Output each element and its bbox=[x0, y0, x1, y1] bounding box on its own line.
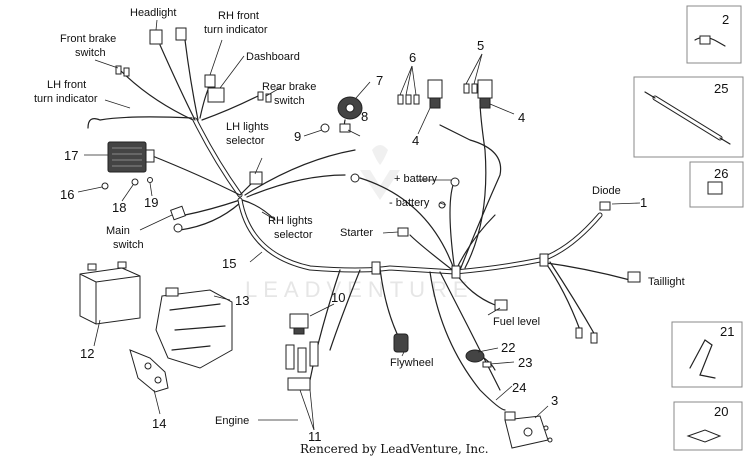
label-rh-lights-1: RH lights bbox=[268, 215, 313, 227]
callout-4a: 4 bbox=[412, 133, 419, 148]
fuel-level-connector bbox=[494, 299, 508, 311]
callout-23: 23 bbox=[518, 355, 532, 370]
main-switch-connector bbox=[170, 205, 186, 233]
callout-14: 14 bbox=[152, 416, 166, 431]
horn bbox=[337, 96, 363, 133]
callout-25: 25 bbox=[714, 81, 728, 96]
callout-24: 24 bbox=[512, 380, 526, 395]
relay-left bbox=[427, 79, 443, 109]
leader-lines bbox=[77, 19, 641, 431]
battery-holder bbox=[155, 287, 233, 369]
callout-1: 1 bbox=[640, 195, 647, 210]
label-fuel-level: Fuel level bbox=[493, 316, 540, 328]
horn-bracket bbox=[339, 123, 351, 133]
part-labels: Headlight RH front turn indicator Front … bbox=[34, 7, 685, 427]
label-main-switch-1: Main bbox=[106, 225, 130, 237]
fuses-6 bbox=[397, 94, 420, 105]
label-front-brake-1: Front brake bbox=[60, 33, 116, 45]
control-unit bbox=[504, 411, 553, 449]
callout-4b: 4 bbox=[518, 110, 525, 125]
label-taillight: Taillight bbox=[648, 276, 685, 288]
label-rh-lights-2: selector bbox=[274, 229, 313, 241]
callout-15: 15 bbox=[222, 256, 236, 271]
callout-17: 17 bbox=[64, 148, 78, 163]
label-rear-brake-1: Rear brake bbox=[262, 81, 316, 93]
label-plus-battery: + battery bbox=[394, 173, 438, 185]
headlight-connector bbox=[149, 27, 187, 45]
label-lh-lights-2: selector bbox=[226, 135, 265, 147]
callout-11: 11 bbox=[308, 429, 322, 444]
washer bbox=[101, 182, 109, 190]
fuses-5 bbox=[463, 83, 478, 94]
callout-26: 26 bbox=[714, 166, 728, 181]
callout-5: 5 bbox=[477, 38, 484, 53]
label-lh-front-turn-2: turn indicator bbox=[34, 93, 98, 105]
box-25 bbox=[633, 76, 744, 158]
relay-10 bbox=[289, 313, 309, 335]
lh-lights-connector bbox=[249, 171, 263, 185]
label-diode: Diode bbox=[592, 185, 621, 197]
callout-2: 2 bbox=[722, 12, 729, 27]
grommet bbox=[465, 349, 496, 371]
rh-turn-connector bbox=[204, 74, 216, 88]
callout-9: 9 bbox=[294, 129, 301, 144]
flywheel-connector bbox=[393, 333, 409, 353]
box-2 bbox=[686, 5, 742, 64]
bracket bbox=[129, 349, 169, 393]
diode bbox=[599, 201, 611, 211]
label-minus-battery: - battery bbox=[389, 197, 430, 209]
callout-3: 3 bbox=[551, 393, 558, 408]
box-21 bbox=[671, 321, 743, 388]
box-20 bbox=[673, 401, 743, 451]
footer-credit: Rencered by LeadVenture, Inc. bbox=[300, 442, 489, 456]
box-26 bbox=[689, 161, 744, 208]
regulator bbox=[107, 141, 155, 173]
callout-16: 16 bbox=[60, 187, 74, 202]
label-front-brake-2: switch bbox=[75, 47, 106, 59]
callout-6: 6 bbox=[409, 50, 416, 65]
callout-13: 13 bbox=[235, 293, 249, 308]
callout-10: 10 bbox=[331, 290, 345, 305]
rear-terminals bbox=[575, 327, 598, 344]
label-engine: Engine bbox=[215, 415, 249, 427]
label-flywheel: Flywheel bbox=[390, 357, 433, 369]
rear-harness bbox=[309, 99, 631, 411]
callout-21: 21 bbox=[720, 324, 734, 339]
lh-turn-wire bbox=[87, 118, 101, 129]
callout-22: 22 bbox=[501, 340, 515, 355]
label-rear-brake-2: switch bbox=[274, 95, 305, 107]
engine-connectors bbox=[285, 341, 319, 391]
watermark-logo bbox=[360, 145, 400, 200]
label-lh-front-turn-1: LH front bbox=[47, 79, 86, 91]
battery bbox=[79, 261, 141, 325]
callout-numbers: 1 2 3 4 4 5 6 7 8 9 10 11 12 13 14 15 16… bbox=[60, 12, 734, 444]
rear-brake-switch-terminal bbox=[257, 91, 272, 103]
callout-8: 8 bbox=[361, 109, 368, 124]
label-rh-front-turn-1: RH front bbox=[218, 10, 259, 22]
label-dashboard: Dashboard bbox=[246, 51, 300, 63]
starter-connector bbox=[397, 227, 409, 237]
front-brake-switch-terminal bbox=[115, 65, 130, 77]
callout-19: 19 bbox=[144, 195, 158, 210]
screw-19 bbox=[147, 177, 153, 183]
callout-12: 12 bbox=[80, 346, 94, 361]
nut bbox=[320, 123, 330, 133]
battery-terminals bbox=[350, 173, 460, 209]
callout-20: 20 bbox=[714, 404, 728, 419]
label-lh-lights-1: LH lights bbox=[226, 121, 269, 133]
taillight-connector bbox=[627, 271, 641, 283]
washer-18 bbox=[131, 178, 139, 186]
label-headlight: Headlight bbox=[130, 7, 176, 19]
label-starter: Starter bbox=[340, 227, 373, 239]
callout-7: 7 bbox=[376, 73, 383, 88]
label-main-switch-2: switch bbox=[113, 239, 144, 251]
callout-18: 18 bbox=[112, 200, 126, 215]
label-rh-front-turn-2: turn indicator bbox=[204, 24, 268, 36]
relay-right bbox=[477, 79, 493, 109]
watermark-text: LEADVENTURE bbox=[245, 277, 474, 302]
dashboard-connector bbox=[207, 87, 225, 103]
